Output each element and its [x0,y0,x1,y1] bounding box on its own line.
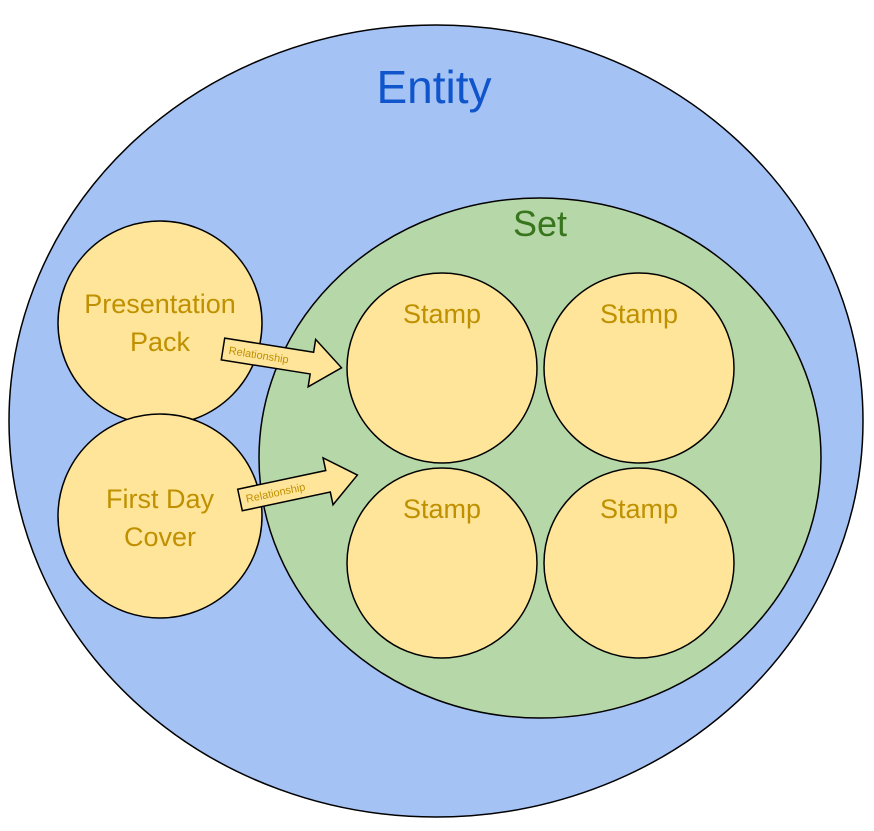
presentation-pack-circle [57,220,263,426]
stamp-circle-top-right [543,272,735,464]
stamp-label-top-left: Stamp [403,299,481,329]
set-circle [258,197,822,719]
first-day-cover-circle [57,413,263,619]
relationship-arrow-1-shape [220,337,343,389]
stamp-label-top-right: Stamp [600,299,678,329]
relationship-arrow-1: Relationship [220,337,343,389]
relationship-arrow-2-shape [236,456,359,512]
stamp-label-bottom-right: Stamp [600,494,678,524]
relationship-arrow-2: Relationship [236,456,359,512]
stamp-circle-bottom-right [543,467,735,659]
stamp-circle-bottom-left [346,467,538,659]
first-day-cover-label-line2: Cover [124,522,196,552]
stamp-circle-top-left [346,272,538,464]
presentation-pack-label-line1: Presentation [84,289,236,319]
entity-label: Entity [376,61,491,113]
set-label: Set [513,203,567,244]
presentation-pack-label-line2: Pack [130,327,191,357]
stamp-label-bottom-left: Stamp [403,494,481,524]
first-day-cover-label-line1: First Day [106,484,215,514]
